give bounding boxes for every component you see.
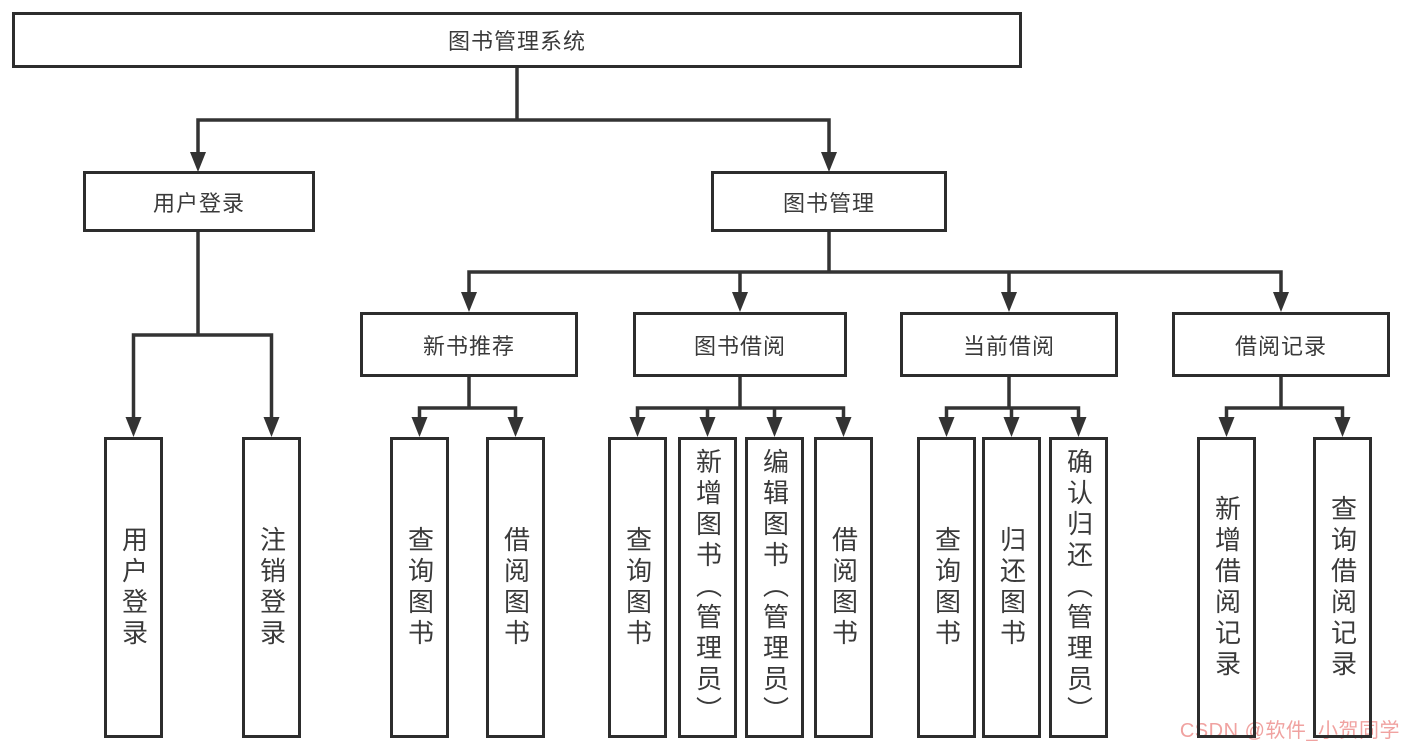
leaf-add-books-admin: 新增图书（管理员）: [678, 437, 737, 738]
leaf-user-login: 用户登录: [104, 437, 163, 738]
node-book-borrow: 图书借阅: [633, 312, 847, 377]
leaf-borrow-books-recommend: 借阅图书: [486, 437, 545, 738]
leaf-return-books: 归还图书: [982, 437, 1041, 738]
node-book-management: 图书管理: [711, 171, 947, 232]
node-current-borrow: 当前借阅: [900, 312, 1118, 377]
node-root: 图书管理系统: [12, 12, 1022, 68]
leaf-confirm-return-admin: 确认归还（管理员）: [1049, 437, 1108, 738]
leaf-add-borrow-record: 新增借阅记录: [1197, 437, 1256, 738]
leaf-query-books-recommend: 查询图书: [390, 437, 449, 738]
node-user-login: 用户登录: [83, 171, 315, 232]
leaf-query-books-current: 查询图书: [917, 437, 976, 738]
leaf-query-borrow-record: 查询借阅记录: [1313, 437, 1372, 738]
leaf-query-books-borrow: 查询图书: [608, 437, 667, 738]
leaf-borrow-books: 借阅图书: [814, 437, 873, 738]
leaf-edit-books-admin: 编辑图书（管理员）: [745, 437, 804, 738]
node-new-book-recommend: 新书推荐: [360, 312, 578, 377]
leaf-logout: 注销登录: [242, 437, 301, 738]
node-borrow-records: 借阅记录: [1172, 312, 1390, 377]
